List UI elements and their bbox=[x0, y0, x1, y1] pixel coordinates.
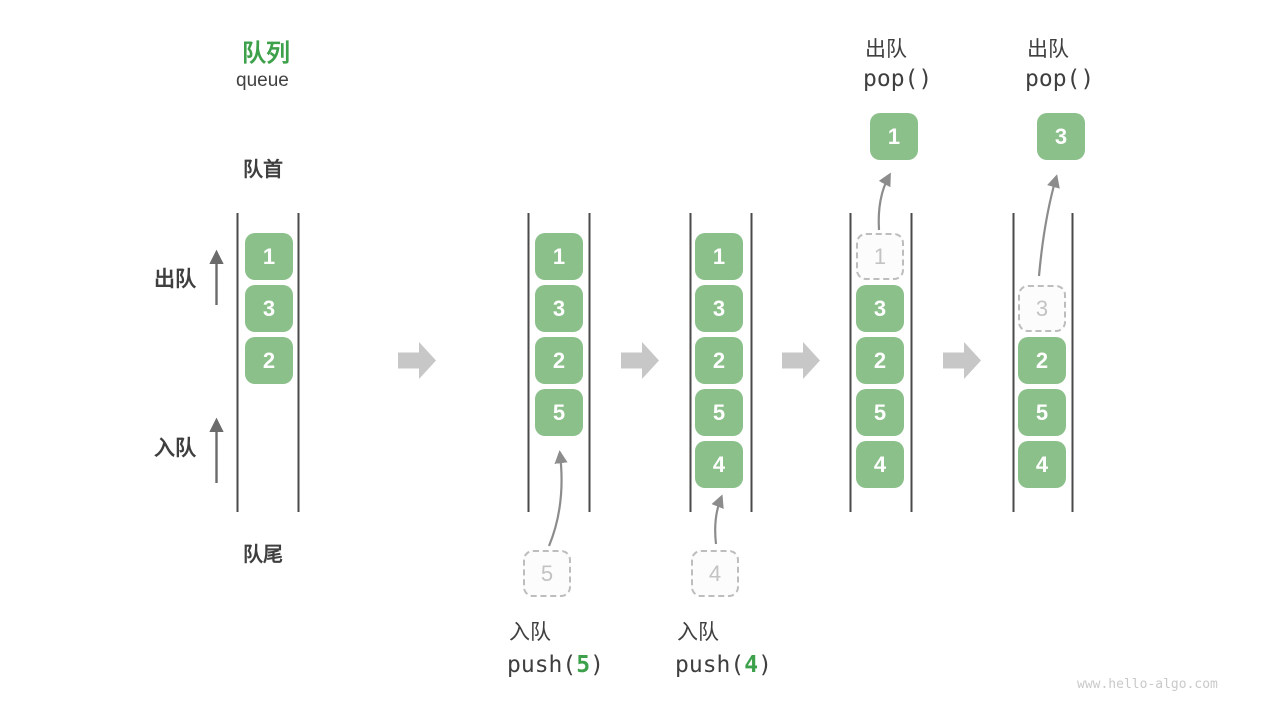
popped-item: 1 bbox=[870, 113, 918, 160]
diagram-title-zh: 队列 bbox=[242, 40, 290, 67]
queue-item: 3 bbox=[535, 285, 583, 332]
queue-item: 2 bbox=[535, 337, 583, 384]
label-enqueue-side: 入队 bbox=[154, 437, 196, 460]
site-watermark: www.hello-algo.com bbox=[1077, 677, 1218, 692]
staged-item-ghost: 4 bbox=[691, 550, 739, 597]
queue-item: 2 bbox=[856, 337, 904, 384]
queue-walls bbox=[236, 213, 1074, 512]
diagram-title-en: queue bbox=[236, 70, 289, 91]
pop-op-label: 出队 bbox=[865, 38, 907, 61]
staged-item-ghost: 5 bbox=[523, 550, 571, 597]
code-close: ) bbox=[758, 652, 772, 678]
queue-item: 1 bbox=[535, 233, 583, 280]
queue-item: 2 bbox=[695, 337, 743, 384]
code-fn: push( bbox=[675, 652, 745, 678]
removed-item-ghost: 3 bbox=[1018, 285, 1066, 332]
code-arg: 5 bbox=[576, 652, 591, 678]
transition-arrow-icon bbox=[621, 342, 659, 379]
queue-item: 3 bbox=[695, 285, 743, 332]
queue-item: 5 bbox=[535, 389, 583, 436]
popped-item: 3 bbox=[1037, 113, 1085, 160]
enqueue-op-label: 入队 bbox=[677, 621, 719, 644]
queue-item: 4 bbox=[856, 441, 904, 488]
transition-arrow-icon bbox=[943, 342, 981, 379]
queue-item: 5 bbox=[695, 389, 743, 436]
transition-arrow-icon bbox=[398, 342, 436, 379]
removed-item-ghost: 1 bbox=[856, 233, 904, 280]
queue-item: 3 bbox=[856, 285, 904, 332]
queue-item: 1 bbox=[245, 233, 293, 280]
queue-item: 5 bbox=[856, 389, 904, 436]
push5-arrow-icon bbox=[547, 450, 568, 547]
queue-item: 4 bbox=[1018, 441, 1066, 488]
label-queue-front: 队首 bbox=[243, 159, 283, 181]
enqueue-op-label: 入队 bbox=[509, 621, 551, 644]
label-dequeue-side: 出队 bbox=[154, 268, 196, 291]
code-close: ) bbox=[590, 652, 604, 678]
pop-op-code: pop() bbox=[1025, 66, 1095, 92]
enqueue-op-code: push(5) bbox=[507, 652, 604, 678]
code-fn: push( bbox=[507, 652, 577, 678]
queue-item: 1 bbox=[695, 233, 743, 280]
pop1-arrow-icon bbox=[877, 172, 891, 231]
queue-item: 4 bbox=[695, 441, 743, 488]
pop-op-label: 出队 bbox=[1027, 38, 1069, 61]
pop-op-code: pop() bbox=[863, 66, 933, 92]
push4-arrow-icon bbox=[711, 494, 724, 545]
operation-arrows bbox=[547, 172, 1060, 547]
label-queue-rear: 队尾 bbox=[243, 544, 283, 566]
queue-item: 2 bbox=[1018, 337, 1066, 384]
transition-arrow-icon bbox=[782, 342, 820, 379]
queue-item: 5 bbox=[1018, 389, 1066, 436]
enqueue-op-code: push(4) bbox=[675, 652, 772, 678]
queue-item: 3 bbox=[245, 285, 293, 332]
code-arg: 4 bbox=[744, 652, 759, 678]
queue-item: 2 bbox=[245, 337, 293, 384]
pop2-arrow-icon bbox=[1037, 174, 1060, 277]
